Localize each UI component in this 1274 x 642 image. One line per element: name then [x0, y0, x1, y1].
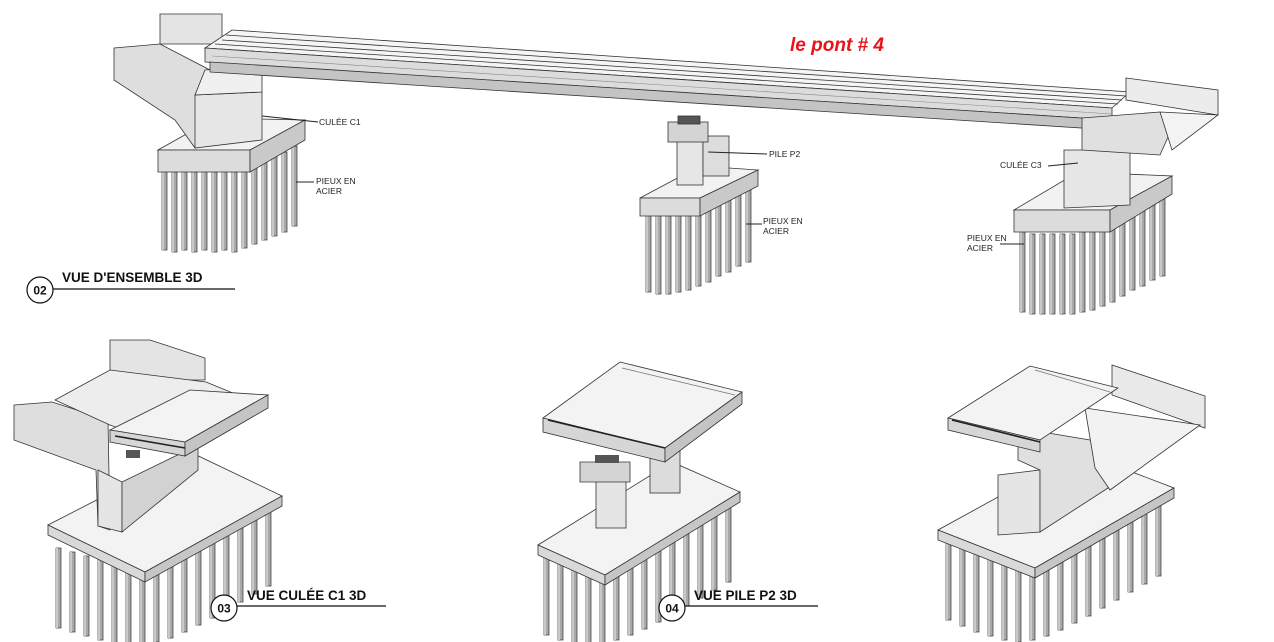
view-number-04: 04: [665, 602, 679, 616]
label-pieux-c3-line2: ACIER: [967, 243, 993, 253]
view-number-02: 02: [33, 284, 47, 298]
view-culee-c1: 03 VUE CULÉE C1 3D: [13, 339, 386, 642]
label-pieux-c3-line1: PIEUX EN: [967, 233, 1007, 243]
abutment-c3: [1063, 77, 1220, 209]
bridge-deck: [203, 29, 1131, 131]
view-title-overview: VUE D'ENSEMBLE 3D: [62, 270, 203, 285]
label-pile-p2: PILE P2: [769, 149, 800, 159]
label-pieux-c1-line1: PIEUX EN: [316, 176, 356, 186]
label-pieux-c1-line2: ACIER: [316, 186, 342, 196]
view-culee-c3: [937, 364, 1206, 642]
drawing-heading: le pont # 4: [790, 35, 884, 56]
label-culee-c3: CULÉE C3: [1000, 160, 1042, 170]
overview-3d-view: CULÉE C1 PILE P2 CULÉE C3 PIEUX EN ACIER…: [26, 13, 1220, 315]
pier-p2: [667, 115, 730, 186]
view-title-culee-c1: VUE CULÉE C1 3D: [247, 588, 367, 603]
label-pieux-p2-line2: ACIER: [763, 226, 789, 236]
view-pile-p2: 04 VUE PILE P2 3D: [537, 361, 818, 642]
view-number-circle: [26, 276, 54, 304]
view-number-03: 03: [217, 602, 231, 616]
view-title-pile-p2: VUE PILE P2 3D: [694, 588, 797, 603]
label-pieux-p2-line1: PIEUX EN: [763, 216, 803, 226]
leader-lines: [261, 115, 1079, 245]
label-culee-c1: CULÉE C1: [319, 117, 361, 127]
